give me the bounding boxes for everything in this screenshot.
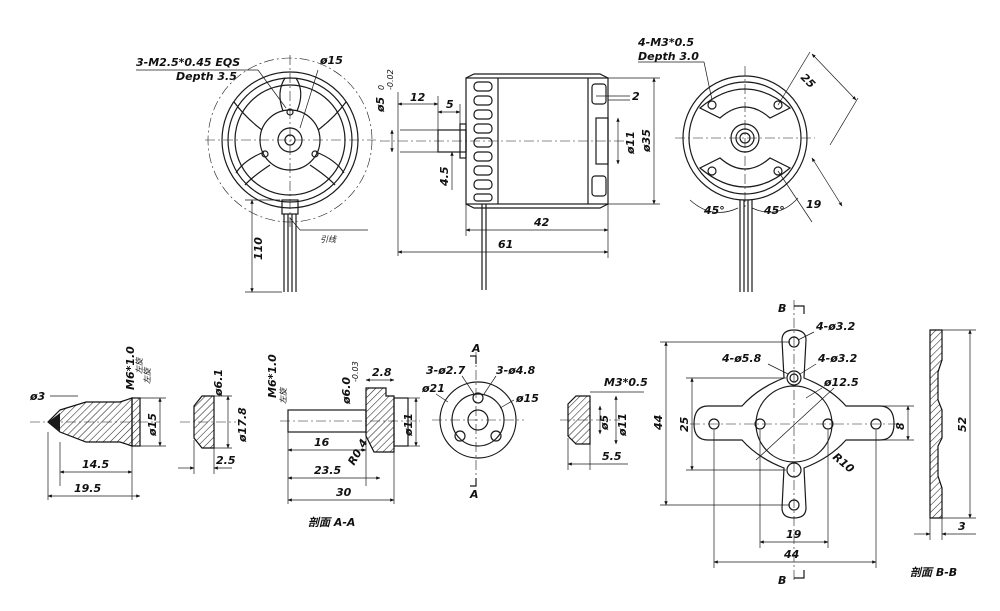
m6-cap-note: 左旋 [135, 356, 144, 374]
side-view: 12 5 ø5 0 -0.02 2 ø11 ø35 4.5 42 61 [374, 69, 660, 290]
side-vent-slots [473, 81, 493, 202]
section-bb-view: 52 3 剖面 B-B [910, 329, 976, 579]
dia5-label: ø5 [374, 96, 387, 113]
holes-2-7: 3-ø2.7 [426, 364, 466, 377]
dia35: ø35 [640, 129, 653, 153]
front-view: 110 引线 3-M2.5*0.45 EQS Depth 3.5 ø15 [136, 54, 376, 293]
dim-61: 61 [498, 238, 513, 251]
dim-19-mount: 19 [786, 528, 802, 541]
dim-8: 8 [894, 422, 907, 430]
depth-back-label: Depth 3.0 [638, 50, 699, 63]
adapter-disk-view: A A 3-ø2.7 3-ø4.8 ø21 ø15 [421, 342, 539, 501]
angle-45-right: 45° [763, 204, 785, 217]
dim-30: 30 [336, 486, 352, 499]
dia5-small: ø5 [598, 414, 611, 431]
dim-44-bottom: 44 [783, 548, 799, 561]
section-aa-label: 剖面 A-A [308, 516, 355, 529]
dia17-8: ø17.8 [236, 407, 249, 443]
cap-side-note: 左旋 [143, 366, 152, 384]
dim-110: 110 [252, 237, 265, 260]
dia15-cap: ø15 [146, 413, 159, 437]
dia5-tol-low: -0.02 [386, 69, 395, 90]
dia12-5: ø12.5 [823, 376, 859, 389]
holes-4-8: 3-ø4.8 [496, 364, 536, 377]
dia11-adapter: ø11 [402, 413, 415, 437]
back-view: 4-M3*0.5 Depth 3.0 25 19 45° 45° [637, 36, 859, 292]
dia11-side: ø11 [624, 131, 637, 155]
r10-label: R10 [830, 450, 857, 475]
dim-52: 52 [956, 416, 969, 432]
dim-5: 5 [446, 98, 454, 111]
dia15-top-label: ø15 [319, 54, 343, 67]
mark-b-bottom: B [778, 574, 786, 587]
dim-25-back: 25 [798, 71, 818, 91]
dia11-small: ø11 [616, 413, 629, 437]
thread-back-label: 4-M3*0.5 [637, 36, 694, 49]
r0-4-label: R0.4 [345, 437, 370, 468]
m6-adapter-label: M6*1.0 [266, 354, 279, 398]
adapter-section-aa: M6*1.0 左旋 ø6.0 -0.03 2.8 ø11 R0.4 16 23.… [266, 354, 420, 529]
section-bb-label: 剖面 B-B [910, 566, 957, 579]
dia15-disk: ø15 [515, 392, 539, 405]
m6-adapter-note: 左旋 [279, 386, 288, 404]
thread-small: M3*0.5 [604, 376, 648, 389]
mark-a-top: A [471, 342, 481, 355]
dia21-label: ø21 [421, 382, 445, 395]
dim-14-5: 14.5 [82, 458, 109, 471]
dim-5-5: 5.5 [602, 450, 622, 463]
cross-mount-view: B B 4-ø3.2 4-ø5.8 4-ø3.2 ø12.5 44 25 8 R… [652, 300, 914, 587]
holes-3-2-top: 4-ø3.2 [815, 320, 856, 333]
dim-4-5: 4.5 [438, 166, 451, 187]
mark-a-bottom: A [469, 488, 479, 501]
prop-cap-view: ø3 M6*1.0 左旋 左旋 ø15 14.5 19.5 [29, 346, 166, 500]
holes-3-2-mid: 4-ø3.2 [817, 352, 858, 365]
dim-44-left: 44 [652, 415, 665, 431]
dim-19-back: 19 [806, 198, 822, 211]
dia6-tol: -0.03 [351, 361, 360, 382]
mark-b-top: B [778, 302, 786, 315]
holes-5-8: 4-ø5.8 [721, 352, 762, 365]
m6-cap-label: M6*1.0 [124, 346, 137, 390]
dia5-tol-up: 0 [377, 85, 386, 90]
dim-2-8: 2.8 [372, 366, 392, 379]
dim-3: 3 [958, 520, 966, 533]
dia6-1: ø6.1 [212, 369, 225, 397]
dim-23-5: 23.5 [314, 464, 341, 477]
dim-2-5: 2.5 [216, 454, 236, 467]
dim-42: 42 [533, 216, 550, 229]
dim-19-5: 19.5 [74, 482, 101, 495]
washer-view: ø6.1 ø17.8 2.5 [178, 369, 249, 474]
lead-note: 引线 [320, 235, 337, 244]
angle-45-left: 45° [703, 204, 725, 217]
depth-front-label: Depth 3.5 [176, 70, 237, 83]
dim-12: 12 [410, 91, 426, 104]
small-nut-view: M3*0.5 ø5 ø11 5.5 [560, 376, 648, 470]
dia3-label: ø3 [29, 390, 46, 403]
dim-16: 16 [314, 436, 330, 449]
dim-2: 2 [632, 90, 640, 103]
dia6-adapter: ø6.0 [340, 377, 353, 405]
thread-front-label: 3-M2.5*0.45 EQS [136, 56, 240, 69]
dim-25-mount: 25 [678, 416, 691, 432]
